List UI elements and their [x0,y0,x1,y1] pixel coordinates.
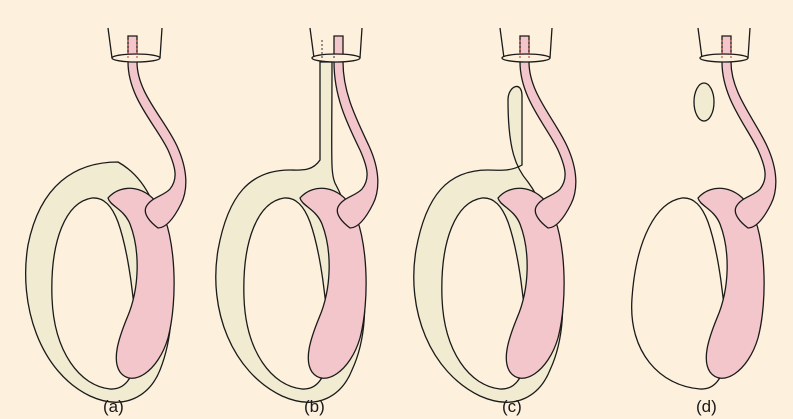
panel-d: (d) [632,28,776,416]
panel-c: (c) [414,28,576,416]
panel-b: (b) [216,28,378,416]
cyst-remnant [694,83,714,121]
panel-a: (a) [26,28,186,416]
panel-b-label: (b) [304,397,325,416]
panel-d-label: (d) [696,397,717,416]
panel-c-label: (c) [502,397,522,416]
panel-a-label: (a) [103,397,124,416]
